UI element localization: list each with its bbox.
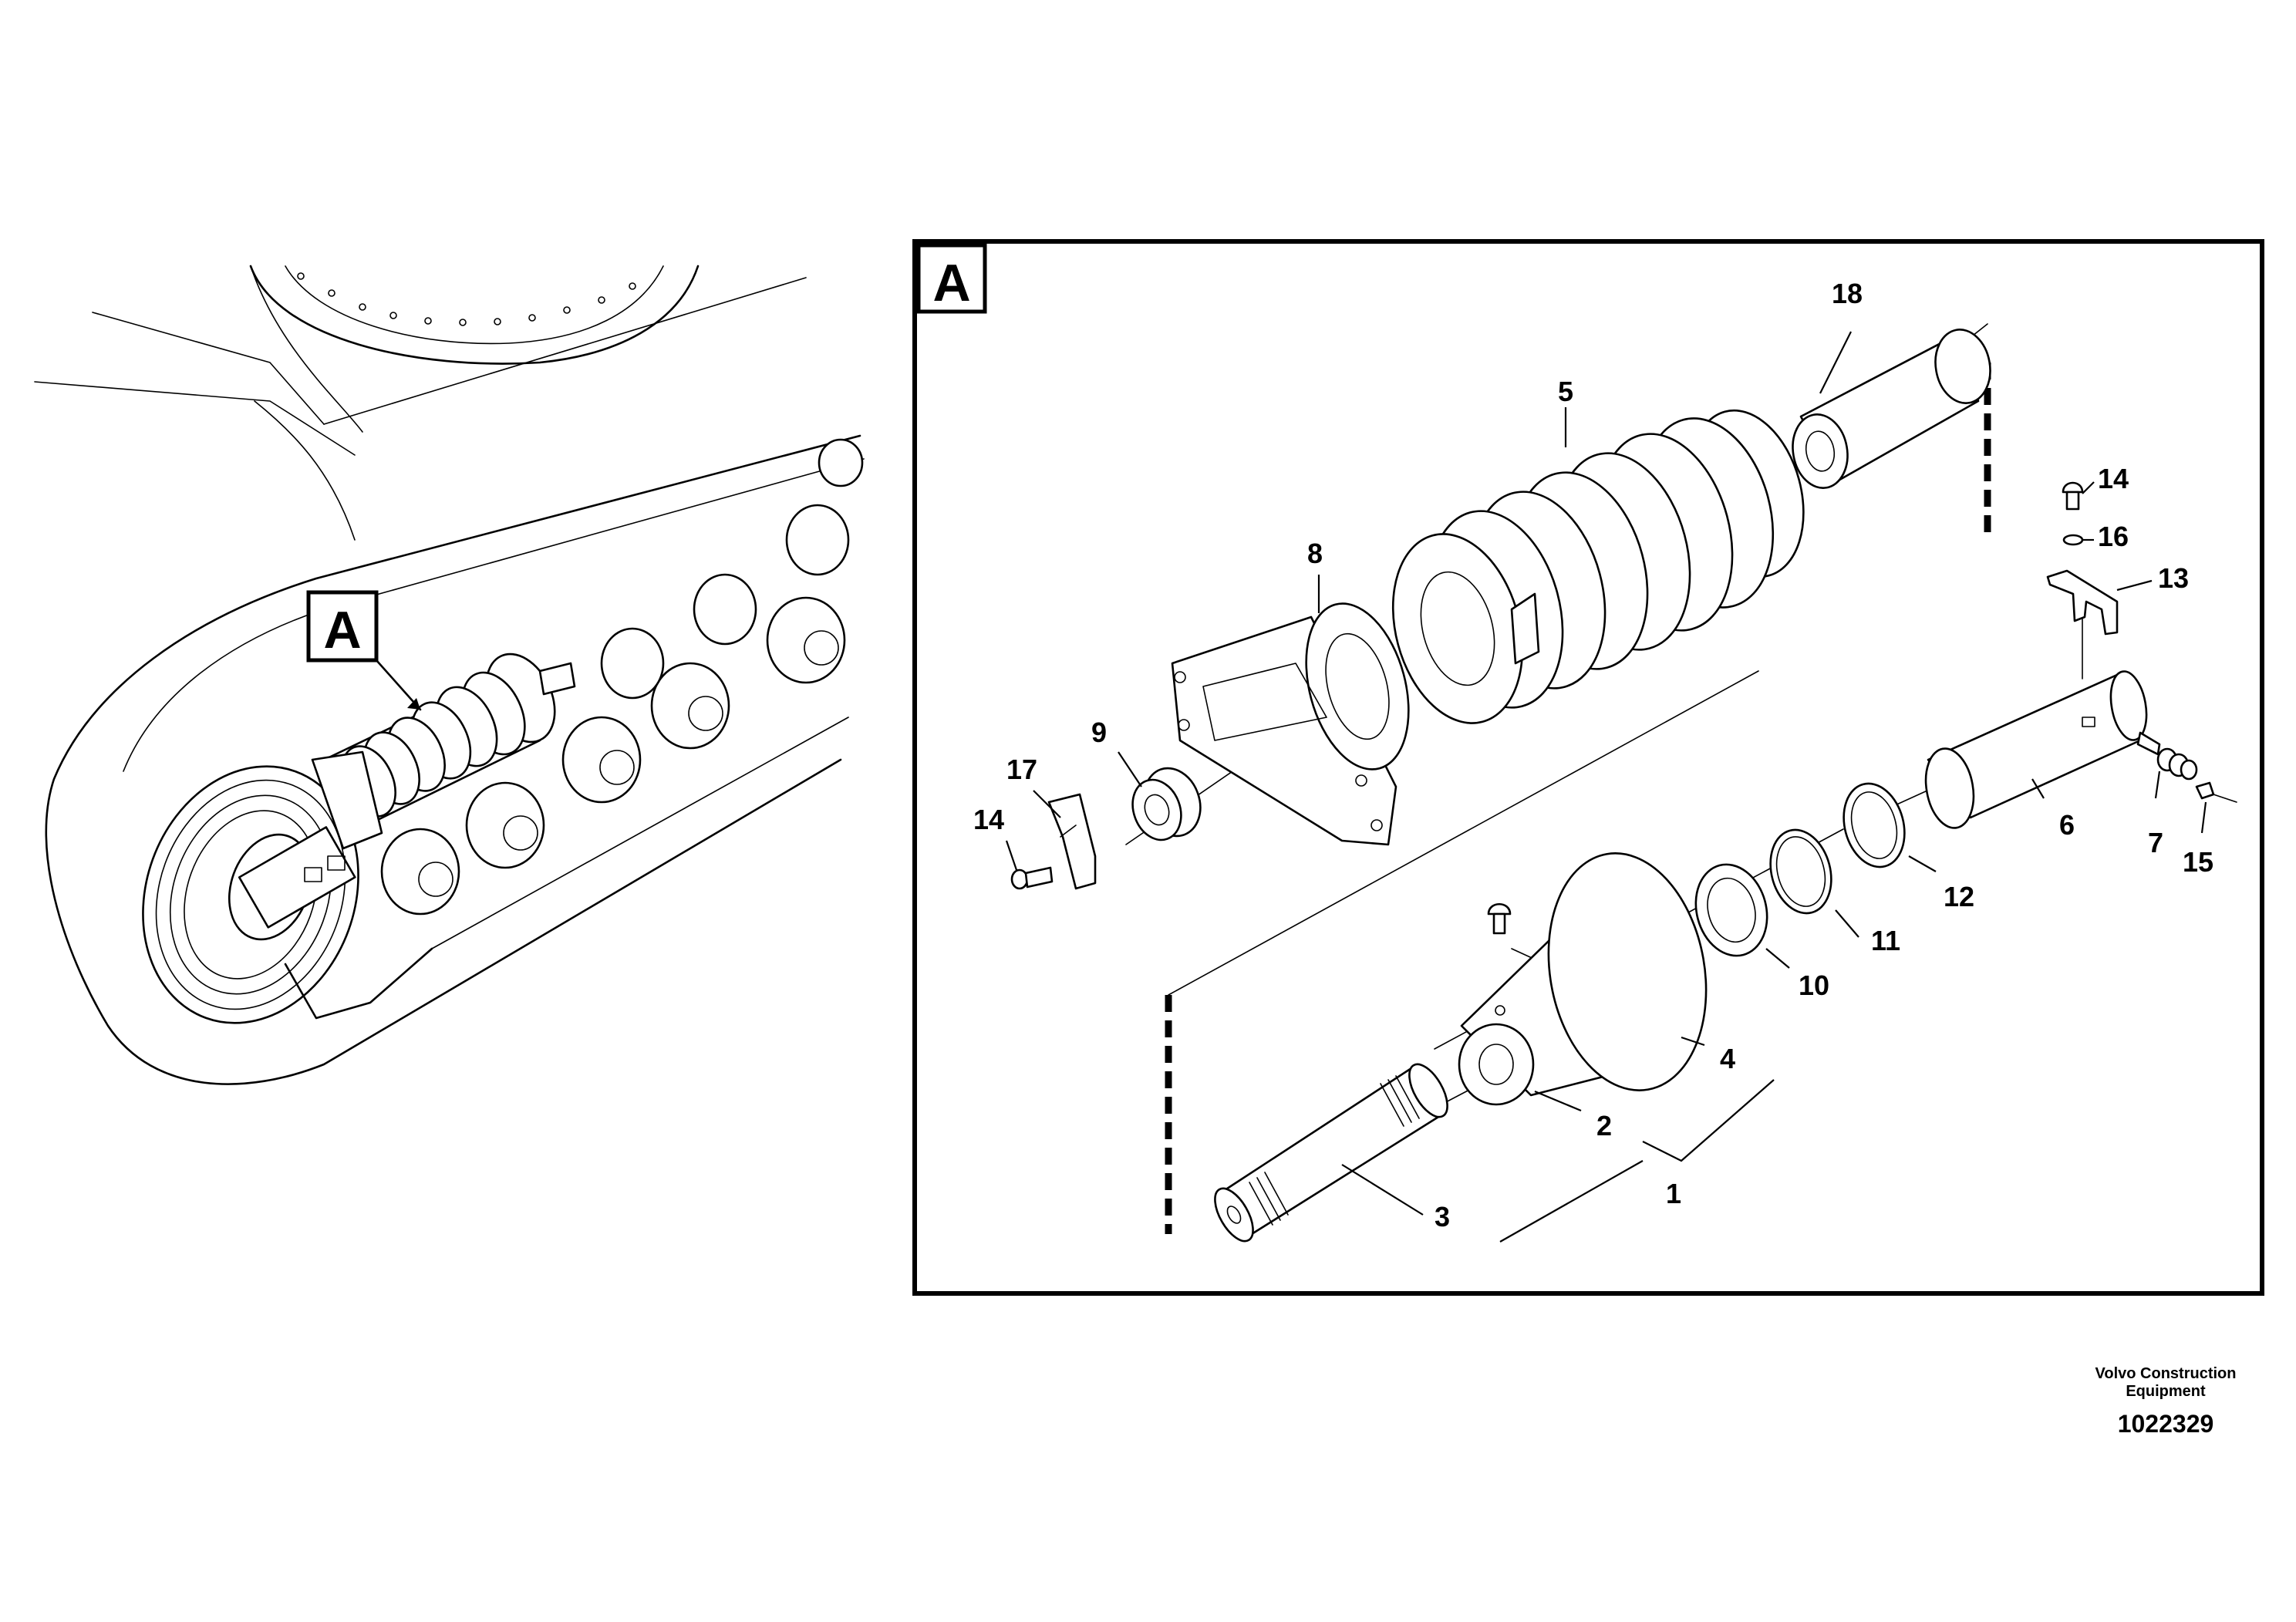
part-7-grease-valve xyxy=(2136,731,2198,781)
part-12-ring xyxy=(1843,782,1906,868)
callout-12: 12 xyxy=(1944,881,1974,912)
callout-18: 18 xyxy=(1832,278,1863,309)
callout-2: 2 xyxy=(1596,1110,1612,1141)
part-14-screw-left xyxy=(1010,866,1054,890)
part-16-washer xyxy=(2062,534,2084,546)
part-11-ring xyxy=(1769,828,1832,915)
idler-wheel xyxy=(142,765,359,1024)
callout-14-right: 14 xyxy=(2098,463,2129,494)
part-18-tube xyxy=(1792,329,1991,489)
part-14-screw-right xyxy=(2062,481,2084,511)
drawing-footer: Volvo Construction Equipment 1022329 xyxy=(2095,1365,2237,1438)
callout-1: 1 xyxy=(1666,1178,1681,1209)
callout-4: 4 xyxy=(1720,1043,1735,1074)
part-8-bracket xyxy=(1171,602,1410,846)
callout-11: 11 xyxy=(1871,925,1900,956)
callout-14-left: 14 xyxy=(973,804,1004,835)
part-17-plate xyxy=(1047,793,1097,890)
callout-6: 6 xyxy=(2059,809,2075,841)
track-rollers xyxy=(380,438,864,916)
callout-7: 7 xyxy=(2148,827,2163,858)
recoil-spring-overview xyxy=(311,653,576,850)
overview-view-callout: A xyxy=(306,590,422,711)
detail-view-label: A xyxy=(932,254,970,312)
callout-10: 10 xyxy=(1799,969,1829,1001)
callout-8: 8 xyxy=(1307,538,1323,569)
callout-3: 3 xyxy=(1435,1201,1450,1233)
part-5-recoil-spring xyxy=(1391,409,1805,724)
company-name-line2: Equipment xyxy=(2126,1383,2206,1400)
callout-13: 13 xyxy=(2158,562,2189,594)
drawing-number: 1022329 xyxy=(2118,1410,2214,1438)
part-9-nut xyxy=(1131,767,1202,841)
callout-15: 15 xyxy=(2183,846,2213,878)
callout-9: 9 xyxy=(1091,717,1107,748)
callout-17: 17 xyxy=(1006,754,1037,785)
slewing-ring-bolts xyxy=(297,272,636,326)
company-name-line1: Volvo Construction xyxy=(2095,1365,2237,1382)
detail-view-frame: A xyxy=(912,239,2264,1296)
callout-5: 5 xyxy=(1558,376,1573,407)
part-2-piston xyxy=(1458,852,1708,1106)
overview-view-label: A xyxy=(323,601,361,659)
part-3-rod xyxy=(1214,1063,1448,1243)
leader-lines xyxy=(1005,331,2207,1243)
part-15-cap xyxy=(2195,781,2215,800)
callout-16: 16 xyxy=(2098,521,2129,552)
part-10-seal xyxy=(1694,863,1768,957)
part-6-cylinder xyxy=(1924,670,2148,829)
callout-labels: 18 5 8 9 17 14 14 16 13 6 7 15 12 11 10 … xyxy=(973,278,2213,1233)
part-13-lock-plate xyxy=(2046,569,2119,636)
part-4-screw xyxy=(1487,902,1512,935)
undercarriage-overview: A xyxy=(34,265,865,1085)
